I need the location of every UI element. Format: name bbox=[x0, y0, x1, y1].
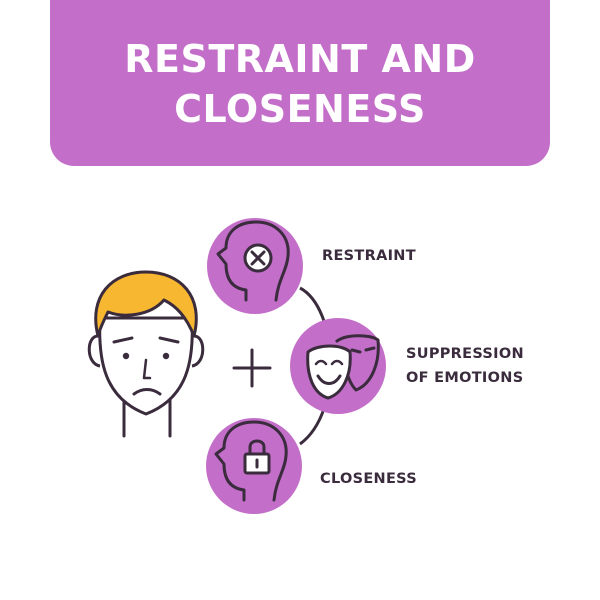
theater-masks-icon bbox=[290, 318, 386, 414]
page-title: RESTRAINT AND CLOSENESS bbox=[50, 34, 550, 134]
title-banner: RESTRAINT AND CLOSENESS bbox=[50, 0, 550, 166]
restraint-icon bbox=[207, 218, 303, 314]
title-line-1: RESTRAINT AND bbox=[124, 37, 476, 81]
plus-icon bbox=[232, 348, 272, 388]
sad-person-icon bbox=[87, 270, 205, 438]
label-suppression-of-emotions: SUPPRESSION OF EMOTIONS bbox=[406, 346, 524, 386]
head-lock-icon bbox=[206, 418, 302, 514]
label-restraint: RESTRAINT bbox=[322, 248, 416, 264]
label-closeness: CLOSENESS bbox=[320, 471, 418, 487]
title-line-2: CLOSENESS bbox=[174, 87, 426, 131]
